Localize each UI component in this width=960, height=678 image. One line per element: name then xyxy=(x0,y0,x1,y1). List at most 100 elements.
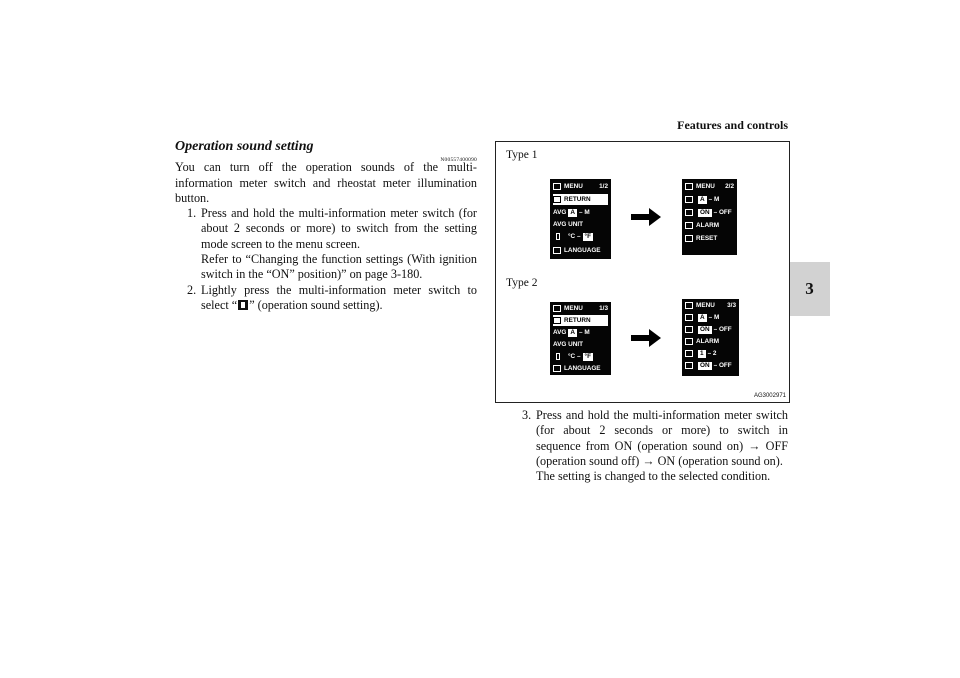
fahrenheit-box: °F xyxy=(582,352,593,361)
type-2-label: Type 2 xyxy=(506,277,538,289)
alarm-label: ALARM xyxy=(696,338,720,345)
avg-icon xyxy=(685,196,693,203)
menu-row: MENU 2/2 xyxy=(685,181,734,192)
off: OFF xyxy=(718,209,732,216)
avg-icon xyxy=(685,314,693,321)
avg-row: A– M xyxy=(685,312,736,323)
step-1-instruction: Press and hold the multi-information met… xyxy=(201,206,477,251)
menu-row: MENU 1/2 xyxy=(553,181,608,192)
reset-row: RESET xyxy=(685,233,734,244)
on-box: ON xyxy=(698,325,712,334)
temp-unit-row: °C –°F xyxy=(553,351,608,362)
menu-icon xyxy=(685,183,693,190)
right-arrow-icon xyxy=(631,329,661,347)
menu-icon xyxy=(553,183,561,190)
two: 2 xyxy=(712,350,717,357)
temp-unit-row: °C –°F xyxy=(553,231,608,242)
return-row: RETURN xyxy=(553,315,608,326)
avg-unit-row: AVG UNIT xyxy=(553,339,608,350)
dash: – xyxy=(708,314,713,321)
step-1-number: 1. xyxy=(187,206,197,221)
menu-icon xyxy=(685,302,693,309)
speaker-icon xyxy=(685,209,693,216)
menu-icon xyxy=(553,305,561,312)
alarm-icon xyxy=(685,338,693,345)
dash: – xyxy=(713,209,718,216)
step-2-text-a: Lightly press the multi-information mete… xyxy=(201,282,477,312)
avg-a-box: A xyxy=(568,328,577,337)
a-box: A xyxy=(698,313,707,322)
step-1-reference: Refer to “Changing the function settings… xyxy=(201,252,477,282)
avg-unit-label: AVG UNIT xyxy=(553,221,584,228)
left-column: Operation sound setting N00557400090 You… xyxy=(175,139,477,313)
step-2: 2. Lightly press the multi-information m… xyxy=(175,283,477,314)
section-code: N00557400090 xyxy=(440,157,477,163)
intro-paragraph: You can turn off the operation sounds of… xyxy=(175,160,477,205)
step-3: 3. Press and hold the multi-information … xyxy=(510,408,788,484)
menu-label: MENU xyxy=(564,305,583,312)
menu-row: MENU 1/3 xyxy=(553,303,608,314)
menu-label: MENU xyxy=(696,183,715,190)
off-2: OFF xyxy=(718,362,732,369)
on-box: ON xyxy=(698,208,712,217)
dash: – xyxy=(707,350,712,357)
step-1: 1. Press and hold the multi-information … xyxy=(175,206,477,282)
speaker-icon xyxy=(685,326,693,333)
fahrenheit-box: °F xyxy=(582,232,593,241)
operation-sound-icon xyxy=(238,299,249,310)
step-3-number: 3. xyxy=(522,408,532,422)
right-arrow-icon xyxy=(631,208,661,226)
reset-icon xyxy=(685,235,693,242)
chapter-tab: 3 xyxy=(789,262,830,316)
language-icon xyxy=(553,365,561,372)
avg-m: M xyxy=(584,209,590,216)
dash: – xyxy=(579,329,583,336)
return-row: RETURN xyxy=(553,194,608,205)
page-indicator: 3/3 xyxy=(727,302,736,309)
language-row: LANGUAGE xyxy=(553,363,608,374)
step-1-text: Press and hold the multi-information met… xyxy=(201,206,477,282)
dash: – xyxy=(713,362,718,369)
reset-label: RESET xyxy=(696,235,718,242)
dash: – xyxy=(708,196,713,203)
page-indicator: 1/3 xyxy=(599,305,608,312)
step-3-text: Press and hold the multi-information met… xyxy=(536,408,788,484)
figure-code: AG3002971 xyxy=(753,393,786,399)
avg-a-box: A xyxy=(568,208,577,217)
one-box: 1 xyxy=(698,349,706,358)
a-box: A xyxy=(698,195,707,204)
dash: – xyxy=(579,209,583,216)
celsius: °C xyxy=(568,233,576,240)
m: M xyxy=(713,314,720,321)
return-label: RETURN xyxy=(564,196,591,203)
dash: – xyxy=(576,353,581,360)
language-label: LANGUAGE xyxy=(564,365,601,372)
step-3-result: The setting is changed to the selected c… xyxy=(536,469,771,484)
return-icon xyxy=(553,196,561,203)
page-indicator: 1/2 xyxy=(599,183,608,190)
return-icon xyxy=(553,317,561,324)
avg-label: AVG xyxy=(553,329,567,336)
running-header: Features and controls xyxy=(677,118,788,132)
avg-row: A– M xyxy=(685,194,734,205)
menu-label: MENU xyxy=(564,183,583,190)
alarm-row: ALARM xyxy=(685,336,736,347)
sound-row: ON– OFF xyxy=(685,324,736,335)
page-indicator: 2/2 xyxy=(725,183,734,190)
dash: – xyxy=(576,233,581,240)
return-label: RETURN xyxy=(564,317,591,324)
step-3-instruction: Press and hold the multi-information met… xyxy=(536,408,788,468)
dash: – xyxy=(713,326,718,333)
on-off-row: ON– OFF xyxy=(685,360,736,371)
avg-label: AVG xyxy=(553,209,567,216)
alarm-label: ALARM xyxy=(696,222,720,229)
m: M xyxy=(713,196,720,203)
off: OFF xyxy=(718,326,732,333)
section-title: Operation sound setting xyxy=(175,139,314,154)
